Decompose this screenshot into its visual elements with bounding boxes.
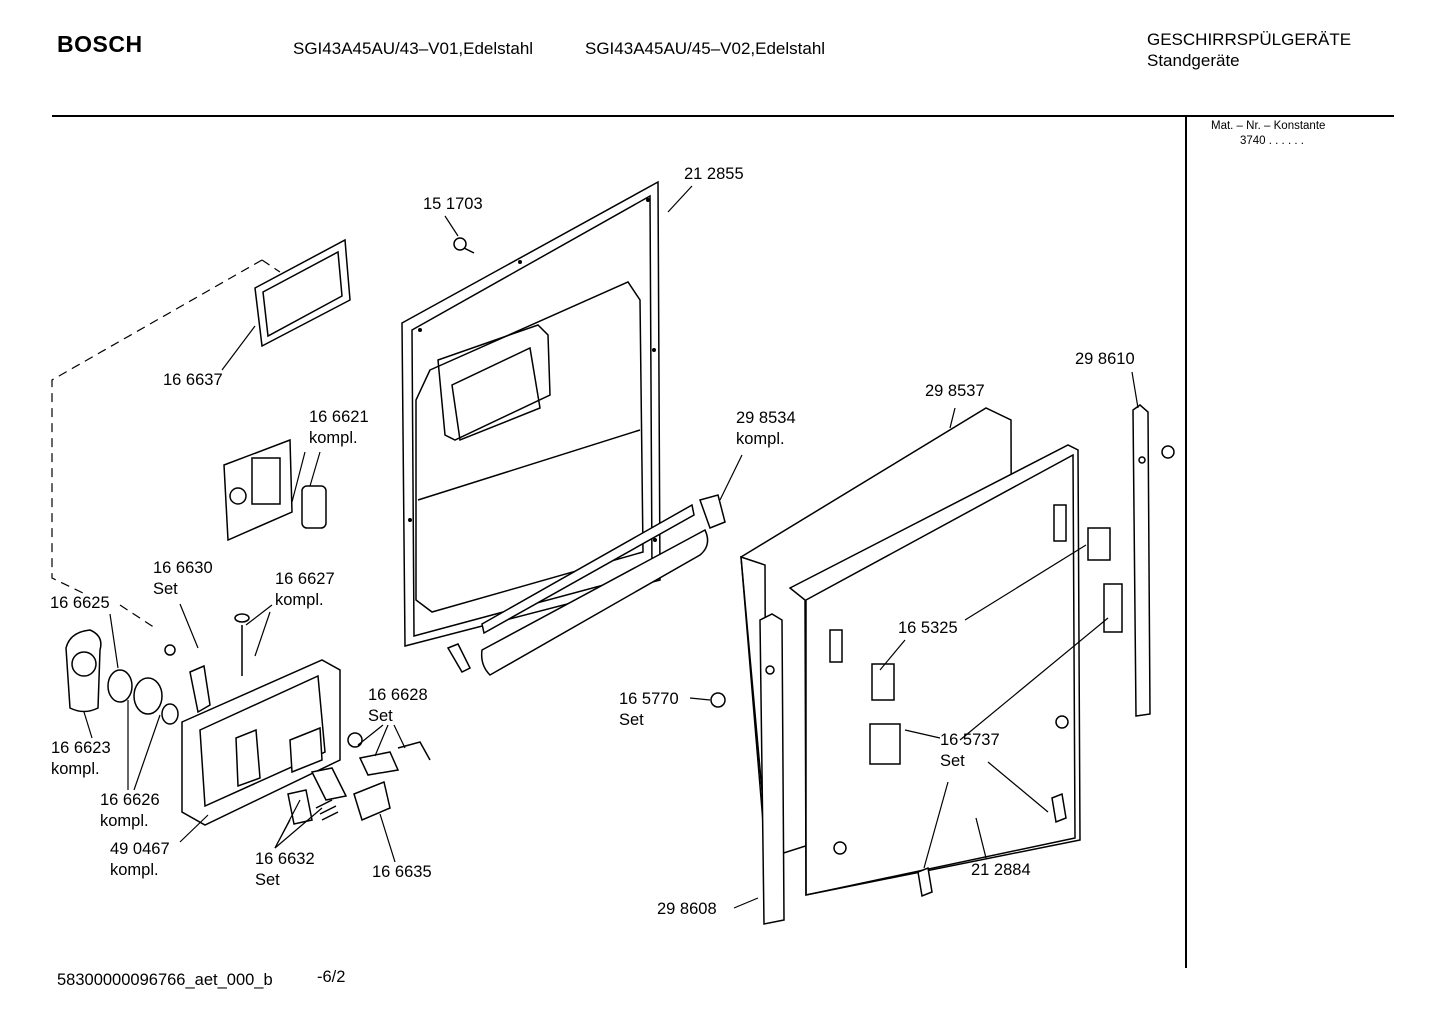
part-label-166625: 16 6625 <box>50 594 110 612</box>
part-label-166627: 16 6627 kompl. <box>275 570 335 609</box>
control-module <box>181 659 341 826</box>
part-label-298608: 29 8608 <box>657 900 717 918</box>
part-label-166628: 16 6628 Set <box>368 686 428 725</box>
leader-lines <box>83 185 1139 909</box>
part-label-166626: 16 6626 kompl. <box>100 791 160 830</box>
inner-door-panel <box>401 180 661 647</box>
part-label-166632: 16 6632 Set <box>255 850 315 889</box>
part-label-166630: 16 6630 Set <box>153 559 213 598</box>
part-label-298610: 29 8610 <box>1075 350 1135 368</box>
latch-brackets <box>710 527 1123 898</box>
part-label-298537: 29 8537 <box>925 382 985 400</box>
part-label-212884: 21 2884 <box>971 861 1031 879</box>
brand-logo: BOSCH <box>57 31 143 57</box>
part-label-166635: 16 6635 <box>372 863 432 881</box>
assembly-guide-dashed <box>51 259 263 595</box>
hinge-strip <box>446 494 726 676</box>
document-id: 58300000096766_aet_000_b <box>57 971 273 989</box>
model-number-1: SGI43A45AU/43–V01,Edelstahl <box>293 39 534 58</box>
dispenser-small-parts <box>65 613 250 725</box>
part-label-165737: 16 5737 Set <box>940 731 1000 770</box>
page-number: -6/2 <box>317 968 346 986</box>
screw-part <box>453 237 475 254</box>
part-label-166637: 16 6637 <box>163 371 223 389</box>
material-number-heading: Mat. – Nr. – Konstante <box>1211 120 1326 132</box>
assembly-guide-dashed-end <box>261 259 281 273</box>
assembly-guide-dashed-lower <box>119 604 156 629</box>
part-label-166623: 16 6623 kompl. <box>51 739 111 778</box>
part-label-165770: 16 5770 Set <box>619 690 679 729</box>
outer-door-panel <box>788 444 1081 896</box>
part-label-166621: 16 6621 kompl. <box>309 408 369 447</box>
part-label-490467: 49 0467 kompl. <box>110 840 170 879</box>
side-strip-left <box>759 613 785 925</box>
part-label-298534: 29 8534 kompl. <box>736 409 796 448</box>
appliance-category: GESCHIRRSPÜLGERÄTE <box>1147 30 1352 49</box>
model-number-2: SGI43A45AU/45–V02,Edelstahl <box>585 39 826 58</box>
dispenser-cover <box>223 438 327 542</box>
part-label-151703: 15 1703 <box>423 195 483 213</box>
switch-parts <box>287 732 431 825</box>
part-label-165325: 16 5325 <box>898 619 958 637</box>
side-strip-right <box>1132 404 1175 717</box>
appliance-subcategory: Standgeräte <box>1147 51 1240 70</box>
material-number-value: 3740 . . . . . . <box>1240 135 1304 147</box>
part-label-212855: 21 2855 <box>684 165 744 183</box>
detergent-seal-frame <box>254 238 351 348</box>
